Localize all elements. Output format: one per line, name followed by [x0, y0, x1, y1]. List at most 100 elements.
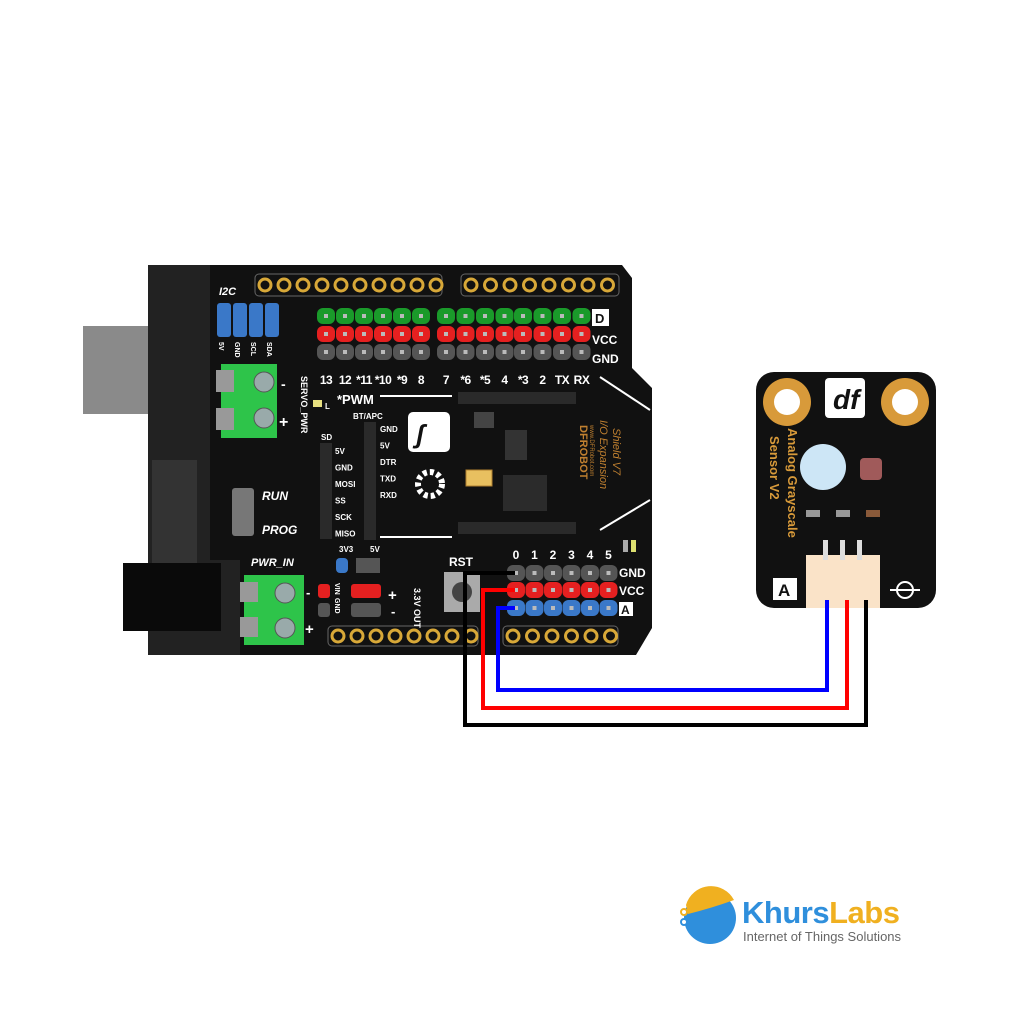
analog-pin-label: 2: [550, 548, 557, 562]
3v3-out-label: 3.3V OUT: [412, 588, 422, 629]
analog-pin-label: 5: [605, 548, 612, 562]
status-led: [631, 540, 636, 552]
header-pin: [603, 628, 618, 644]
wire-vcc: [481, 588, 849, 710]
analog-pin-label: 3: [568, 548, 575, 562]
digital-pin-label: 7: [443, 373, 450, 387]
side-header: [458, 392, 576, 404]
sd-pin-label: SCK: [335, 513, 352, 522]
header-pin: [349, 628, 365, 644]
voltage-jumper-5v[interactable]: [356, 558, 380, 573]
reset-button[interactable]: [444, 572, 480, 612]
status-led: [623, 540, 628, 552]
header-pin: [580, 277, 596, 293]
header-pin: [330, 628, 346, 644]
i2c-pin-label: SCL: [249, 342, 256, 357]
pin-dot: [324, 332, 328, 336]
pin-dot: [381, 314, 385, 318]
run-prog-switch[interactable]: [232, 488, 254, 536]
digital-pin-label: 13: [320, 373, 333, 387]
pin-dot: [606, 588, 611, 592]
sd-pin-label: 5V: [335, 447, 345, 456]
wire-signal: [496, 600, 829, 692]
analog-pin-header: [507, 565, 618, 616]
pin-dot: [419, 314, 423, 318]
bt-label: BT/APC: [353, 412, 383, 421]
header-pin: [390, 277, 406, 293]
out-minus: -: [391, 604, 395, 619]
digital-pin-label: *9: [397, 373, 408, 387]
dfrobot-logo-glyph: ʃ: [412, 419, 428, 449]
header-pin: [406, 628, 422, 644]
brand-url: www.DFRobot.com: [588, 424, 594, 476]
pin-dot: [588, 571, 592, 575]
pin-dot: [606, 571, 611, 575]
header-pin: [583, 628, 599, 644]
dfrobot-logo: [408, 412, 450, 452]
pin-dot: [521, 350, 525, 354]
digital-label: D: [595, 311, 604, 326]
open-hardware-gear-icon: [415, 469, 445, 499]
pin-dot: [463, 314, 468, 318]
logo-tagline: Internet of Things Solutions: [743, 929, 902, 944]
i2c-pin: [249, 303, 263, 337]
out-plus: +: [388, 587, 397, 604]
header-pin: [525, 628, 540, 644]
header-pin: [483, 277, 498, 293]
pin-dot: [381, 350, 385, 354]
pin-dot: [362, 350, 366, 354]
pin-dot: [324, 350, 328, 354]
sd-label: SD: [321, 433, 332, 442]
pin-dot: [444, 314, 448, 318]
sd-pin-label: MOSI: [335, 480, 355, 489]
logo-part1: Khurs: [742, 895, 830, 930]
bt-pin-label: TXD: [380, 475, 396, 484]
voltage-jumper-3v3[interactable]: [336, 558, 348, 573]
header-pin: [368, 628, 384, 644]
pin-dot: [324, 314, 328, 318]
header-pin: [371, 277, 387, 293]
i2c-pin: [265, 303, 279, 337]
bt-header: [364, 422, 376, 540]
header-pin: [502, 277, 518, 293]
vin-label: VIN: [333, 583, 340, 595]
header-pin: [561, 277, 576, 293]
out-vcc-pins: [351, 584, 381, 598]
header-pin: [276, 277, 292, 293]
brand-label: DFROBOT: [577, 425, 589, 480]
pin-dot: [343, 350, 347, 354]
i2c-pin-label: 5V: [217, 342, 224, 351]
digital-pin-label: 4: [501, 373, 508, 387]
pin-dot: [502, 314, 507, 318]
wire-gnd: [463, 571, 868, 727]
pin-dot: [569, 588, 574, 592]
run-label: RUN: [262, 489, 288, 503]
pin-dot: [400, 314, 404, 318]
pin-dot: [343, 332, 347, 336]
servo-minus: -: [281, 376, 286, 392]
pin-dot: [579, 332, 584, 336]
pin-dot: [560, 314, 564, 318]
led-indicator: [313, 400, 322, 407]
vin-pin: [318, 584, 330, 598]
header-pin: [352, 277, 368, 293]
header-pin: [544, 628, 560, 644]
sensor-name-line1: Analog Grayscale: [785, 428, 800, 538]
pin-dot: [532, 588, 537, 592]
pwr-in-label: PWR_IN: [251, 557, 295, 569]
pin-dot: [362, 314, 366, 318]
digital-pin-label: 2: [539, 373, 546, 387]
pin-dot: [588, 588, 592, 592]
header-pin: [428, 277, 444, 293]
pin-dot: [514, 588, 518, 592]
gnd-label: GND: [592, 352, 619, 366]
header-pin: [257, 277, 273, 293]
pin-dot: [463, 350, 468, 354]
pwm-label: *PWM: [337, 392, 374, 407]
i2c-pin: [217, 303, 231, 337]
digital-pin-label: RX: [574, 373, 590, 387]
analog-label-box: [619, 602, 633, 616]
sensor-logo: df: [833, 384, 862, 415]
pin-dot: [521, 314, 525, 318]
